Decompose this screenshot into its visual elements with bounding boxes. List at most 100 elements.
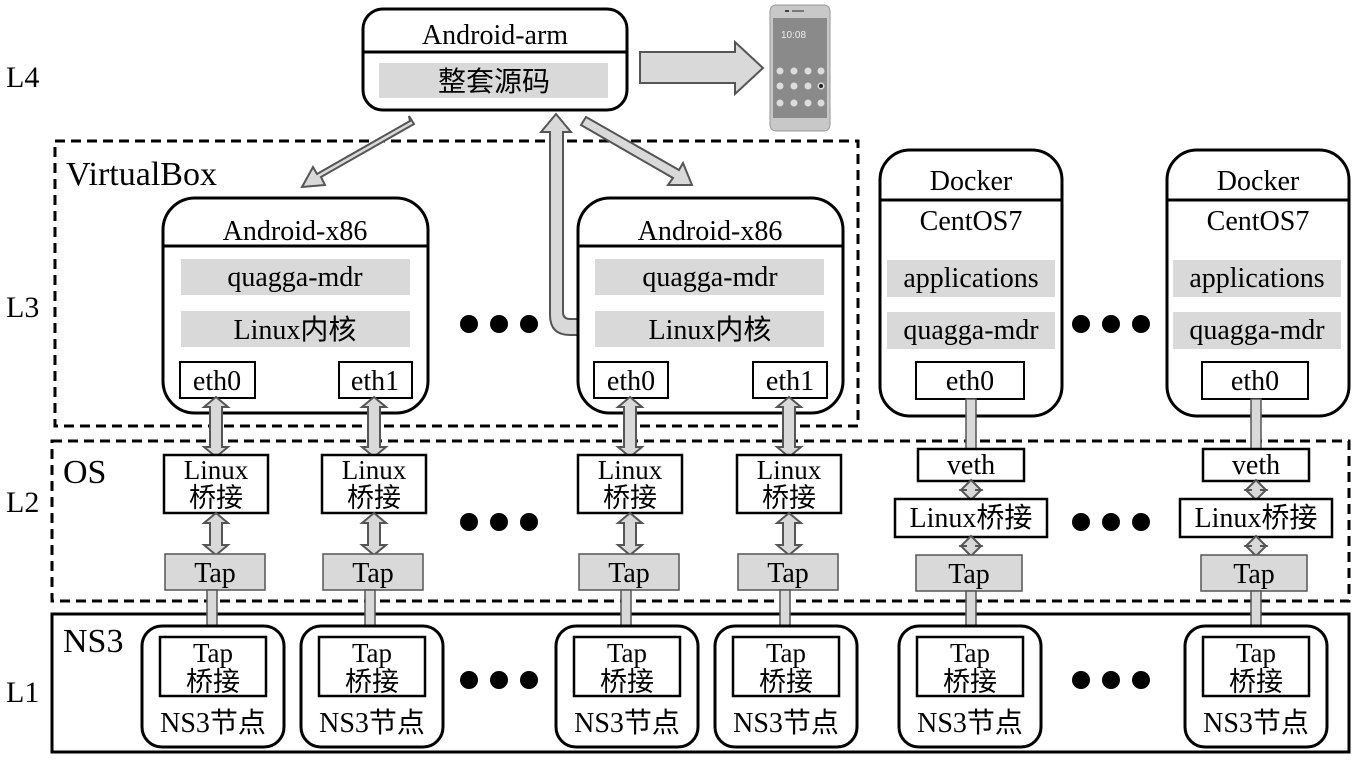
tap-box xyxy=(164,553,266,591)
android-arm-source: 整套源码 xyxy=(438,66,550,98)
arrow-to-android-x86-2 xyxy=(579,115,694,186)
bidirectional-arrow xyxy=(958,534,984,558)
linux-bridge-box: Linux桥接 xyxy=(576,453,684,515)
android-x86-title: Android-x86 xyxy=(223,216,368,247)
link-connector xyxy=(965,398,977,453)
tap-box xyxy=(915,554,1023,592)
smartphone-icon: 10:08 xyxy=(769,4,831,132)
os-region xyxy=(50,439,1351,603)
tap-bridge-label: Tap xyxy=(950,638,990,668)
docker-box-2: Docker CentOS7 applications quagga-mdr e… xyxy=(1165,148,1351,418)
ellipsis-icon xyxy=(460,315,538,333)
tap-bridge-label: Tap xyxy=(766,638,806,668)
docker-title: Docker xyxy=(930,166,1013,197)
bidirectional-arrow xyxy=(1243,534,1269,558)
virtualbox-label: VirtualBox xyxy=(66,156,217,193)
linux-bridge-box xyxy=(893,497,1049,539)
ellipsis-icon xyxy=(1072,513,1150,531)
layer-label-l3: L3 xyxy=(6,291,39,324)
quagga-mdr-label: quagga-mdr xyxy=(903,315,1039,346)
layer-label-l2: L2 xyxy=(6,486,39,519)
applications-label: applications xyxy=(903,263,1038,294)
ns3-node-label: NS3节点 xyxy=(160,707,266,739)
tap-bridge-label: 桥接 xyxy=(759,667,813,697)
veth-label: veth xyxy=(1232,450,1280,481)
docker-title: Docker xyxy=(1217,166,1300,197)
centos7-label: CentOS7 xyxy=(920,206,1023,237)
ns3-node-label: NS3节点 xyxy=(733,707,839,739)
ns3-node-label: NS3节点 xyxy=(574,707,680,739)
bidirectional-arrow xyxy=(359,511,389,557)
tap-bridge-label: 桥接 xyxy=(345,667,399,697)
tap-label: Tap xyxy=(608,558,650,589)
linux-bridge-box: Linux桥接 xyxy=(162,453,270,515)
ns3-label: NS3 xyxy=(63,623,123,660)
tap-box xyxy=(1200,554,1308,592)
link-connector xyxy=(1250,398,1262,453)
linux-bridge-label: Linux桥接 xyxy=(910,502,1033,534)
centos7-label: CentOS7 xyxy=(1207,206,1310,237)
ns3-node-label: NS3节点 xyxy=(319,707,425,739)
ns3-node-label: NS3节点 xyxy=(1203,707,1309,739)
virtualbox-region xyxy=(53,139,860,428)
ellipsis-icon xyxy=(1072,671,1150,689)
quagga-mdr-label: quagga-mdr xyxy=(1189,315,1325,346)
veth-box xyxy=(916,447,1026,483)
android-arm-title: Android-arm xyxy=(422,20,568,51)
linux-kernel-label: Linux内核 xyxy=(649,314,772,346)
tap-label: Tap xyxy=(948,559,990,590)
tap-bridge-label: 桥接 xyxy=(1229,667,1283,697)
tap-label: Tap xyxy=(352,558,394,589)
linux-bridge-label: 桥接 xyxy=(603,483,657,513)
tap-bridge-label: Tap xyxy=(193,638,233,668)
bidirectional-arrow xyxy=(774,395,804,459)
linux-bridge-label: 桥接 xyxy=(189,483,243,513)
eth0-iface: eth0 xyxy=(946,366,994,397)
bidirectional-arrow xyxy=(1243,478,1269,502)
ellipsis-icon xyxy=(460,671,538,689)
android-x86-title: Android-x86 xyxy=(638,216,783,247)
bidirectional-arrow xyxy=(615,511,645,557)
linux-bridge-box xyxy=(1178,497,1334,539)
quagga-mdr-label: quagga-mdr xyxy=(642,262,778,293)
bidirectional-arrow xyxy=(958,478,984,502)
docker-box-1: Docker CentOS7 applications quagga-mdr e… xyxy=(878,148,1064,418)
android-x86-box-1: Android-x86 quagga-mdr Linux内核 eth0 eth1 xyxy=(161,196,430,415)
applications-label: applications xyxy=(1189,263,1324,294)
linux-kernel-label: Linux内核 xyxy=(234,314,357,346)
eth0-iface: eth0 xyxy=(607,366,655,397)
linux-bridge-label: 桥接 xyxy=(347,483,401,513)
linux-bridge-box: Linux桥接 xyxy=(735,453,843,515)
phone-clock: 10:08 xyxy=(781,30,806,41)
tap-bridge-label: 桥接 xyxy=(943,667,997,697)
os-label: OS xyxy=(63,454,106,491)
eth1-iface: eth1 xyxy=(766,366,814,397)
bidirectional-arrow xyxy=(359,395,389,459)
ns3-region xyxy=(50,612,1351,754)
tap-label: Tap xyxy=(194,558,236,589)
tap-label: Tap xyxy=(1233,559,1275,590)
bidirectional-arrow xyxy=(201,511,231,557)
ellipsis-icon xyxy=(1072,315,1150,333)
tap-bridge-label: Tap xyxy=(1236,638,1276,668)
eth0-iface: eth0 xyxy=(1231,366,1279,397)
arrow-kernel-to-android-arm xyxy=(538,112,598,336)
eth0-iface: eth0 xyxy=(193,366,241,397)
linux-bridge-label: Linux xyxy=(598,455,663,485)
android-x86-box-2: Android-x86 quagga-mdr Linux内核 eth0 eth1 xyxy=(576,196,845,415)
linux-bridge-label: 桥接 xyxy=(762,483,816,513)
android-arm-box: Android-arm 整套源码 xyxy=(361,7,629,112)
linux-bridge-label: Linux xyxy=(757,455,822,485)
linux-bridge-label: Linux xyxy=(184,455,249,485)
veth-box xyxy=(1201,447,1311,483)
arrow-to-phone xyxy=(639,39,765,97)
tap-bridge-label: 桥接 xyxy=(600,667,654,697)
tap-label: Tap xyxy=(767,558,809,589)
linux-bridge-label: Linux xyxy=(342,455,407,485)
tap-bridge-label: Tap xyxy=(352,638,392,668)
